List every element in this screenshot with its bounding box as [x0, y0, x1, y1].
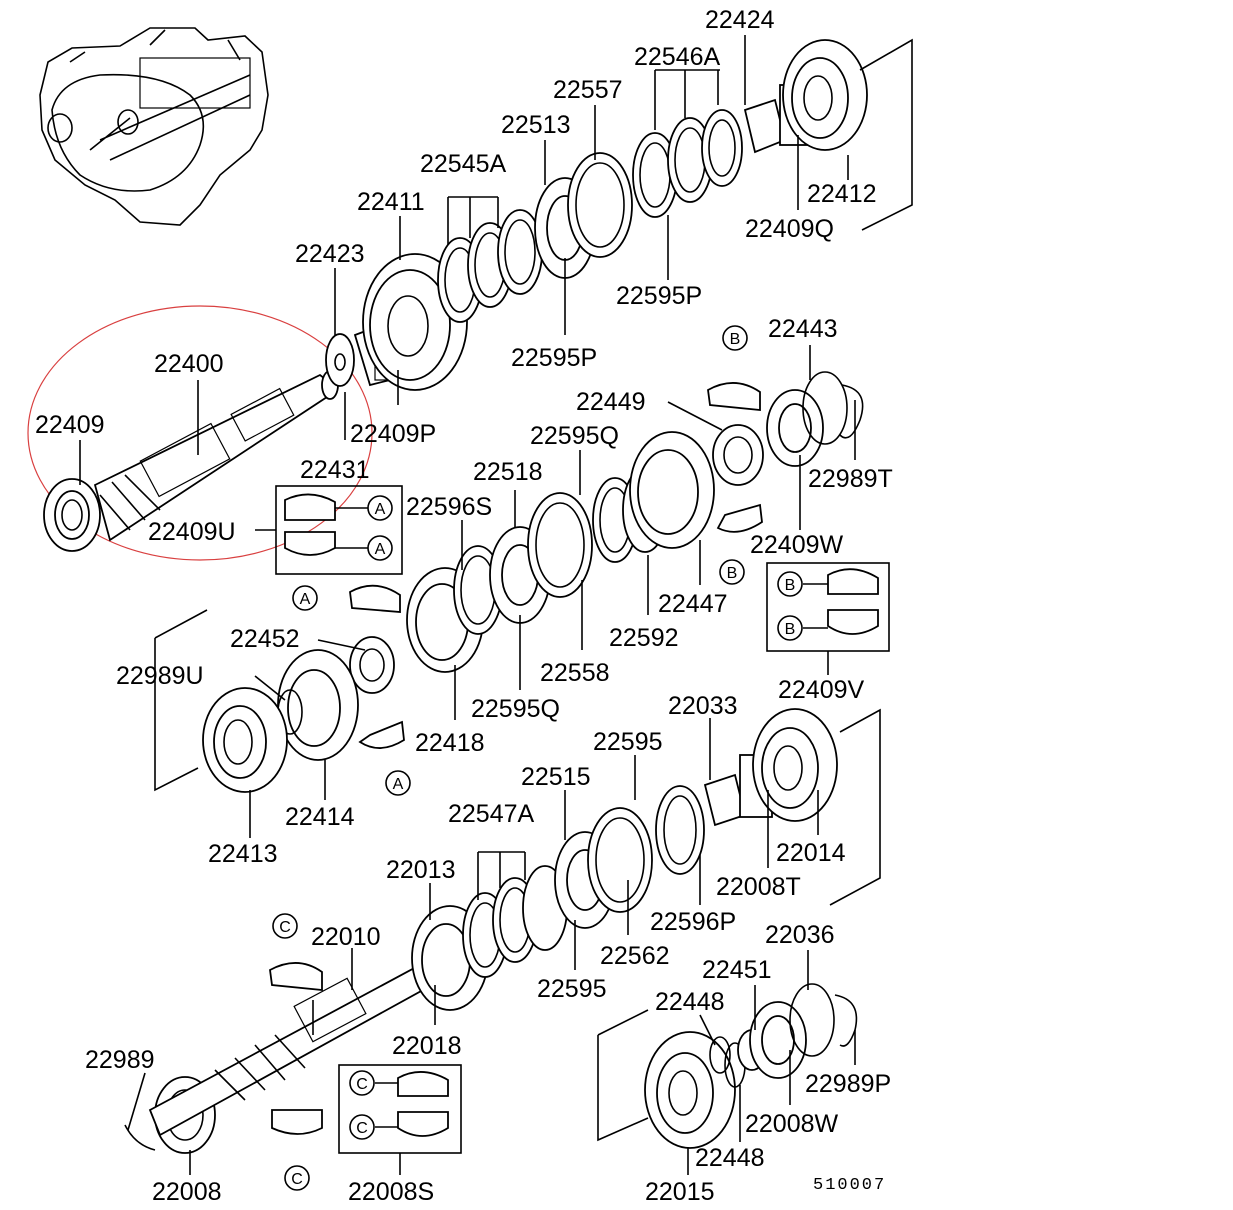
callout-b: B B B B	[719, 325, 803, 641]
label-22431: 22431	[300, 456, 370, 484]
label-22418: 22418	[415, 729, 485, 757]
label-22409P: 22409P	[350, 420, 436, 448]
label-22547A: 22547A	[448, 800, 535, 828]
label-22409: 22409	[35, 411, 105, 439]
callout-markers: A A A A B B B B C C C C	[272, 325, 803, 1191]
label-22400: 22400	[154, 350, 224, 378]
label-22513: 22513	[501, 111, 571, 139]
label-22033: 22033	[668, 692, 738, 720]
label-22010: 22010	[311, 923, 381, 951]
label-22545A: 22545A	[420, 150, 507, 178]
svg-text:C: C	[356, 1076, 368, 1093]
label-22008T: 22008T	[716, 873, 801, 901]
label-22414: 22414	[285, 803, 355, 831]
label-22409Q: 22409Q	[745, 215, 834, 243]
svg-text:A: A	[300, 591, 311, 608]
label-22595Q-upper: 22595Q	[530, 422, 619, 450]
label-22448-lower: 22448	[695, 1144, 765, 1172]
label-22595Q-lower: 22595Q	[471, 695, 560, 723]
label-22452: 22452	[230, 625, 300, 653]
label-22595P-lower: 22595P	[511, 344, 597, 372]
label-22592: 22592	[609, 624, 679, 652]
label-22989P: 22989P	[805, 1070, 891, 1098]
label-22595-upper: 22595	[593, 728, 663, 756]
label-22557: 22557	[553, 76, 623, 104]
upper-shaft-parts	[43, 38, 913, 552]
label-22018: 22018	[392, 1032, 462, 1060]
label-22412: 22412	[807, 180, 877, 208]
label-22423: 22423	[295, 240, 365, 268]
label-22409W: 22409W	[750, 531, 844, 559]
label-22449: 22449	[576, 388, 646, 416]
label-22424: 22424	[705, 6, 775, 34]
label-22451: 22451	[702, 956, 772, 984]
svg-text:B: B	[727, 565, 738, 582]
label-22413: 22413	[208, 840, 278, 868]
label-22546A: 22546A	[634, 43, 721, 71]
catalog-number: 510007	[813, 1176, 886, 1195]
svg-text:B: B	[730, 331, 741, 348]
label-22409V: 22409V	[778, 676, 865, 704]
label-22036: 22036	[765, 921, 835, 949]
label-22008: 22008	[152, 1178, 222, 1206]
svg-text:C: C	[291, 1171, 303, 1188]
svg-text:C: C	[356, 1120, 368, 1137]
label-22562: 22562	[600, 942, 670, 970]
svg-text:A: A	[393, 776, 404, 793]
label-22443: 22443	[768, 315, 838, 343]
svg-text:A: A	[375, 541, 386, 558]
label-22989U: 22989U	[116, 662, 204, 690]
label-22558: 22558	[540, 659, 610, 687]
label-22447: 22447	[658, 590, 728, 618]
label-22595-lower: 22595	[537, 975, 607, 1003]
label-22014: 22014	[776, 839, 846, 867]
callout-c: C C C C	[272, 913, 375, 1191]
transmission-case-thumbnail	[39, 27, 269, 226]
label-22008S: 22008S	[348, 1178, 434, 1206]
label-22448-upper: 22448	[655, 988, 725, 1016]
svg-text:B: B	[785, 577, 796, 594]
highlight-ellipse	[27, 305, 373, 561]
label-22595P-upper: 22595P	[616, 282, 702, 310]
svg-text:B: B	[785, 621, 796, 638]
label-22411: 22411	[357, 188, 425, 216]
callout-a: A A A A	[292, 495, 411, 796]
middle-shaft-parts	[154, 371, 890, 793]
label-22596S: 22596S	[406, 493, 492, 521]
label-22409U: 22409U	[148, 518, 236, 546]
label-22989T: 22989T	[808, 465, 893, 493]
leader-lines	[79, 35, 856, 1175]
svg-text:A: A	[375, 501, 386, 518]
label-22596P: 22596P	[650, 908, 736, 936]
label-22515: 22515	[521, 763, 591, 791]
label-22015: 22015	[645, 1178, 715, 1206]
label-22013: 22013	[386, 856, 456, 884]
label-22518: 22518	[473, 458, 543, 486]
svg-text:C: C	[279, 919, 291, 936]
part-labels: 22424 22546A 22557 22513 22545A 22411 22…	[35, 6, 893, 1206]
label-22008W: 22008W	[745, 1110, 839, 1138]
label-22989: 22989	[85, 1046, 155, 1074]
